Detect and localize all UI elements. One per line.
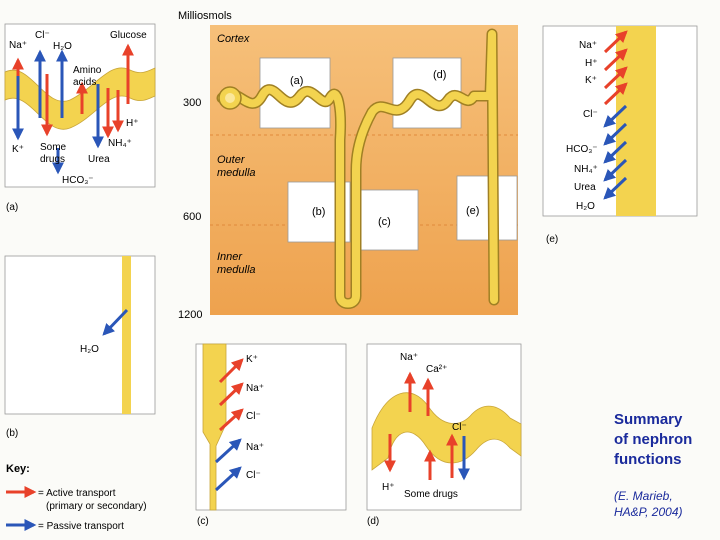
ion-label: H⁺ <box>126 118 139 129</box>
scale-tick: 1200 <box>178 309 202 321</box>
ion-label: H⁺ <box>585 58 598 69</box>
ion-label: K⁺ <box>246 354 258 365</box>
ion-label: H₂O <box>576 201 595 212</box>
panel-b <box>5 256 155 414</box>
ion-label: Cl⁻ <box>583 109 598 120</box>
kidney-region-panel <box>210 25 518 315</box>
ion-label: Na⁺ <box>246 383 264 394</box>
ion-label: Cl⁻ <box>35 30 50 41</box>
ion-label: H₂O <box>53 41 72 52</box>
ion-label: Urea <box>88 154 110 165</box>
ion-label: NH₄⁺ <box>108 138 132 149</box>
key-title: Key: <box>6 463 30 475</box>
panel-label-e: (e) <box>546 234 558 245</box>
ion-label: K⁺ <box>585 75 597 86</box>
panel-label-b: (b) <box>6 428 18 439</box>
panel-label-a: (a) <box>6 202 18 213</box>
scale-tick: 600 <box>183 211 201 223</box>
ion-label: Na⁺ <box>400 352 418 363</box>
ion-label: HCO₃⁻ <box>566 144 598 155</box>
ion-label: H⁺ <box>382 482 395 493</box>
scale-tick: 300 <box>183 97 201 109</box>
panel-label-d: (d) <box>367 516 379 527</box>
zone-cortex: Cortex <box>217 33 250 45</box>
ion-label: Cl⁻ <box>246 470 261 481</box>
segment-label-d: (d) <box>433 69 446 81</box>
ion-label: HCO₃⁻ <box>62 175 94 186</box>
ion-label: Na⁺ <box>579 40 597 51</box>
ion-label: Some drugs <box>40 142 69 165</box>
ion-label: Na⁺ <box>246 442 264 453</box>
ion-label: Urea <box>574 182 596 193</box>
ion-label: K⁺ <box>12 144 24 155</box>
key-active-label: = Active transport (primary or secondary… <box>38 488 147 512</box>
ion-label: H₂O <box>80 344 99 355</box>
ion-label: Cl⁻ <box>246 411 261 422</box>
segment-label-c: (c) <box>378 216 391 228</box>
panel-b-tubule <box>122 256 131 414</box>
slide-caption: Summary of nephron functions <box>614 410 718 470</box>
ion-label: Glucose <box>110 30 147 41</box>
segment-label-a: (a) <box>290 75 303 87</box>
scale-title: Milliosmols <box>178 10 232 22</box>
ion-label: Na⁺ <box>9 40 27 51</box>
ion-label: Ca²⁺ <box>426 364 447 375</box>
ion-label: Cl⁻ <box>452 422 467 433</box>
citation: (E. Marieb, HA&P, 2004) <box>614 488 718 520</box>
glomerulus <box>225 93 235 103</box>
ion-label: NH₄⁺ <box>574 164 598 175</box>
key-passive-label: = Passive transport <box>38 521 124 532</box>
panel-label-c: (c) <box>197 516 209 527</box>
segment-label-b: (b) <box>312 206 325 218</box>
ion-label: Some drugs <box>404 489 458 500</box>
segment-label-e: (e) <box>466 205 479 217</box>
